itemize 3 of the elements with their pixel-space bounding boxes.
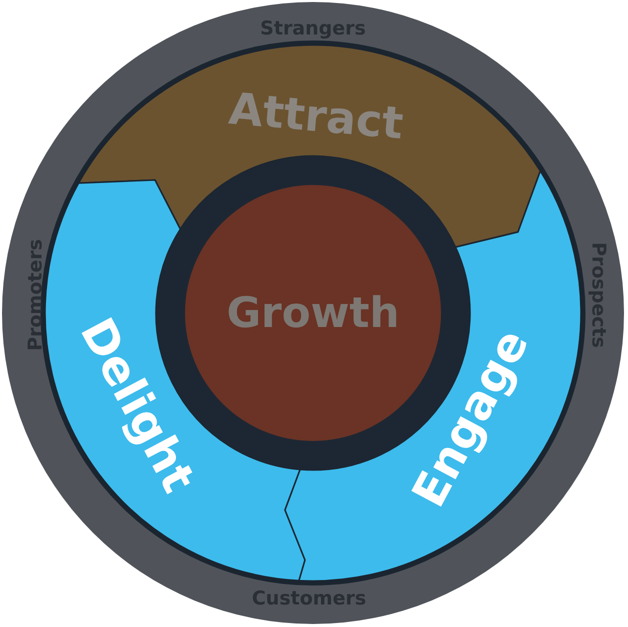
ring-segment xyxy=(78,44,542,249)
center-label: Growth xyxy=(226,292,400,334)
segment-label: Attract xyxy=(227,87,405,147)
